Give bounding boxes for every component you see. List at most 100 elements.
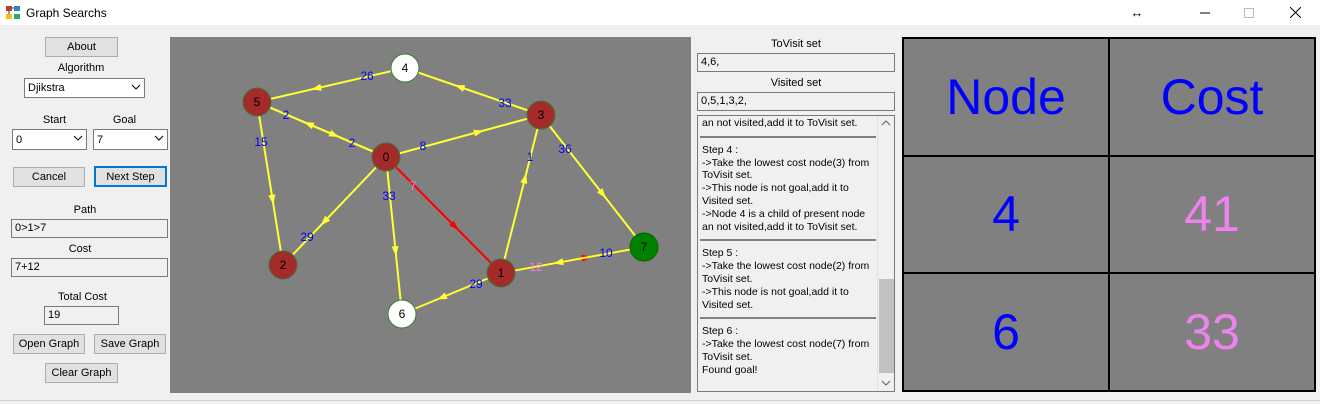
edge-weight-label: 26 bbox=[360, 69, 374, 83]
clear-graph-button[interactable]: Clear Graph bbox=[45, 363, 118, 383]
graph-node-label: 7 bbox=[641, 240, 648, 254]
log-entry: Step 4 : ->Take the lowest cost node(3) … bbox=[702, 143, 870, 233]
total-cost-label: Total Cost bbox=[58, 291, 107, 303]
edge-arrow bbox=[268, 194, 276, 205]
start-select[interactable]: 0 bbox=[12, 129, 87, 150]
log-scrollbar[interactable] bbox=[877, 116, 894, 391]
goal-select[interactable]: 7 bbox=[93, 129, 168, 150]
tovisit-set-field[interactable]: 4,6, bbox=[697, 53, 895, 72]
chevron-down-icon bbox=[131, 84, 141, 90]
graph-node[interactable] bbox=[371, 142, 401, 172]
edge-weight-label: 12 bbox=[529, 260, 543, 274]
edge-arrow bbox=[454, 85, 466, 92]
table-cell-node: 6 bbox=[903, 273, 1109, 391]
algorithm-label: Algorithm bbox=[57, 62, 105, 74]
graph-node-label: 0 bbox=[383, 150, 390, 164]
next-step-button[interactable]: Next Step bbox=[94, 166, 167, 187]
edge-weight-label: 8 bbox=[420, 139, 427, 153]
scroll-thumb[interactable] bbox=[879, 279, 894, 373]
edge-arrow bbox=[311, 83, 322, 91]
step-log[interactable]: an not visited,add it to ToVisit set. St… bbox=[697, 115, 895, 392]
graph-node[interactable] bbox=[268, 250, 298, 280]
graph-node[interactable] bbox=[242, 87, 272, 117]
window-title: Graph Searchs bbox=[26, 6, 107, 20]
algorithm-select[interactable]: Djikstra bbox=[24, 78, 145, 98]
graph-edge bbox=[256, 67, 406, 103]
graph-node-label: 1 bbox=[498, 266, 505, 280]
edge-weight-label: 29 bbox=[300, 230, 314, 244]
table-header-node: Node bbox=[903, 38, 1109, 156]
save-graph-button[interactable]: Save Graph bbox=[94, 334, 166, 354]
edge-arrow bbox=[391, 245, 399, 257]
graph-node[interactable] bbox=[390, 53, 420, 83]
minimize-button[interactable] bbox=[1182, 0, 1228, 25]
graph-edge bbox=[540, 114, 645, 248]
result-table: Node Cost 4 41 6 33 bbox=[902, 37, 1316, 392]
log-separator bbox=[700, 135, 876, 138]
graph-node[interactable] bbox=[486, 258, 516, 288]
graph-node[interactable] bbox=[629, 232, 659, 262]
log-entry: Step 6 : ->Take the lowest cost node(7) … bbox=[702, 325, 870, 376]
title-bar bbox=[0, 0, 1320, 25]
edge-weight-label: 15 bbox=[254, 135, 268, 149]
graph-edge bbox=[256, 101, 284, 266]
edge-arrow bbox=[553, 258, 564, 266]
graph-edge bbox=[500, 246, 645, 274]
edge-arrow bbox=[520, 173, 528, 184]
edge-weight-label: 29 bbox=[469, 277, 483, 291]
graph-edge bbox=[385, 156, 403, 315]
edge-weight-label: 33 bbox=[382, 189, 396, 203]
table-cell-node: 4 bbox=[903, 155, 1109, 274]
algorithm-value: Djikstra bbox=[28, 82, 65, 94]
scroll-down-icon[interactable] bbox=[881, 379, 891, 387]
chevron-down-icon bbox=[73, 135, 83, 141]
graph-node[interactable] bbox=[387, 299, 417, 329]
chevron-down-icon bbox=[154, 135, 164, 141]
total-cost-field[interactable]: 19 bbox=[44, 306, 119, 325]
goal-value: 7 bbox=[97, 133, 104, 146]
maximize-icon bbox=[1244, 7, 1254, 18]
log-separator bbox=[700, 317, 876, 320]
edge-weight-label: 2 bbox=[349, 136, 356, 150]
path-label: Path bbox=[73, 204, 97, 216]
edge-arrow bbox=[596, 188, 606, 199]
visited-set-field[interactable]: 0,5,1,3,2, bbox=[697, 92, 895, 111]
minimize-icon bbox=[1200, 12, 1210, 13]
visited-set-label: Visited set bbox=[770, 77, 822, 89]
graph-node-label: 3 bbox=[538, 108, 545, 122]
open-graph-button[interactable]: Open Graph bbox=[13, 334, 85, 354]
scroll-up-icon[interactable] bbox=[881, 119, 891, 127]
graph-edge bbox=[385, 156, 502, 274]
cost-field[interactable]: 7+12 bbox=[11, 258, 168, 277]
resize-icon[interactable]: ↔ bbox=[1130, 5, 1144, 20]
cancel-button[interactable]: Cancel bbox=[13, 167, 85, 187]
close-icon bbox=[1289, 7, 1301, 18]
graph-node-label: 6 bbox=[399, 307, 406, 321]
graph-node-label: 4 bbox=[402, 61, 409, 75]
edge-weight-label: 10 bbox=[599, 246, 613, 260]
log-entry: an not visited,add it to ToVisit set. bbox=[702, 117, 858, 129]
graph-node[interactable] bbox=[526, 100, 556, 130]
close-button[interactable] bbox=[1272, 0, 1318, 25]
edge-weight-label: 7 bbox=[410, 179, 417, 193]
graph-edge bbox=[500, 114, 542, 274]
goal-label: Goal bbox=[112, 114, 137, 126]
edge-arrow bbox=[320, 215, 331, 226]
table-header-cost: Cost bbox=[1109, 38, 1315, 156]
table-cell-cost: 41 bbox=[1109, 155, 1315, 274]
graph-node-label: 5 bbox=[254, 95, 261, 109]
graph-edge bbox=[256, 101, 387, 158]
about-button[interactable]: About bbox=[45, 37, 118, 57]
path-field[interactable]: 0>1>7 bbox=[11, 219, 168, 238]
tovisit-set-label: ToVisit set bbox=[771, 38, 821, 50]
edge-arrow bbox=[448, 220, 459, 231]
maximize-button[interactable] bbox=[1226, 0, 1272, 25]
edge-weight-label: 2 bbox=[283, 108, 290, 122]
log-entry: Step 5 : ->Take the lowest cost node(2) … bbox=[702, 247, 870, 311]
window-border bbox=[0, 400, 1320, 401]
edge-weight-label: 36 bbox=[558, 142, 572, 156]
edge-arrow bbox=[304, 122, 315, 130]
cost-label: Cost bbox=[68, 243, 92, 255]
app-icon bbox=[6, 6, 20, 19]
